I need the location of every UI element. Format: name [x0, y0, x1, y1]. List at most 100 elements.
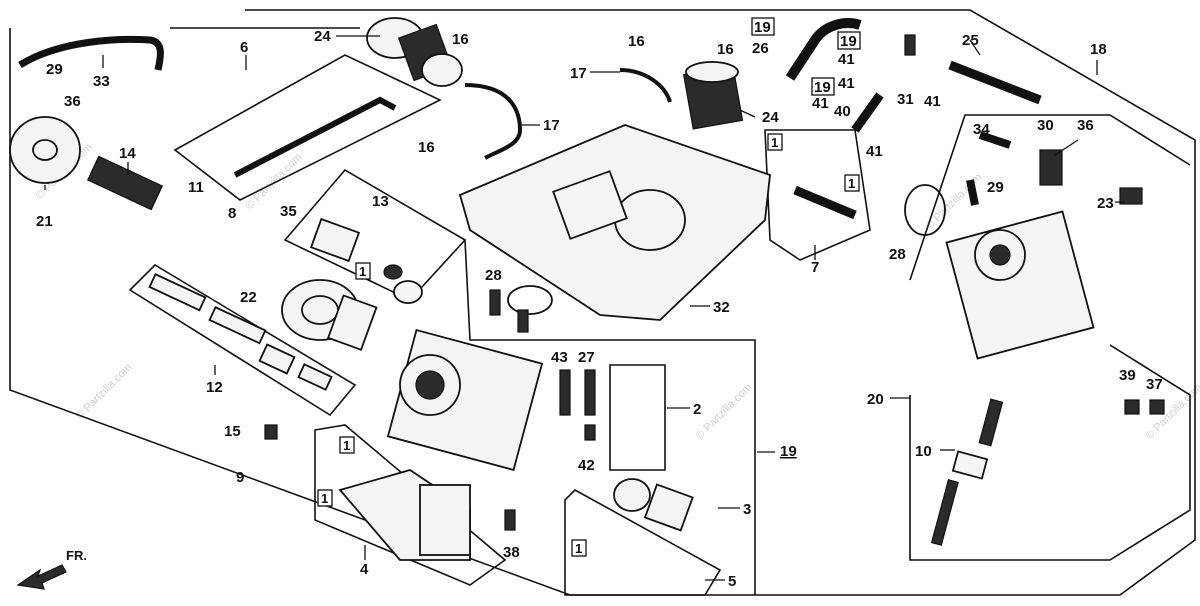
label-19: 19: [840, 33, 857, 50]
breather-tube-17: [464, 83, 523, 160]
screw-37: [1149, 399, 1165, 415]
boxed-19: [811, 77, 835, 96]
label-13: 13: [372, 193, 389, 210]
label-19: 19: [814, 79, 831, 96]
accelerator-pump-parts: [309, 217, 423, 304]
marker-text: 1: [848, 176, 855, 191]
boxed-marker: [571, 539, 587, 557]
frame-20: [909, 344, 1191, 561]
label-42: 42: [578, 457, 595, 474]
outer-frame: [9, 9, 1196, 596]
label-41: 41: [924, 93, 941, 110]
label-27: 27: [578, 349, 595, 366]
float: [613, 478, 694, 532]
boxed-19: [837, 31, 861, 50]
frame-6: [173, 54, 442, 201]
label-5: 5: [728, 573, 736, 590]
hose-29: [966, 179, 979, 206]
boxed-markers: 1 1 1 1 1 1: [317, 133, 860, 557]
parts: FR.: [9, 17, 1165, 590]
screw-32: [517, 309, 529, 333]
label-6: 6: [240, 39, 248, 56]
carburetor-assembly-right: [945, 210, 1095, 360]
label-11: 11: [188, 179, 204, 196]
boxed-marker: [317, 489, 333, 507]
marker-text: 1: [359, 264, 366, 279]
part-labels: 2 3 4 5 6 7 8 9 10 11 12 13 14 15 16 16 …: [36, 28, 1163, 590]
frame-4: [314, 424, 507, 586]
leader-lines: [44, 35, 1125, 581]
jet-42: [584, 424, 596, 441]
label-17: 17: [570, 65, 587, 82]
label-12: 12: [206, 379, 223, 396]
marker-text: 1: [343, 438, 350, 453]
label-4: 4: [360, 561, 369, 578]
diaphragm-cover: [9, 116, 81, 184]
direction-label: FR.: [66, 548, 87, 563]
tube-33: [18, 35, 164, 71]
boxed-19-labels: 19 19 19: [751, 17, 861, 96]
label-39: 39: [1119, 367, 1136, 384]
label-28: 28: [889, 246, 906, 263]
hose-26: [785, 18, 862, 81]
boxed-marker: [355, 262, 371, 280]
label-2: 2: [693, 401, 701, 418]
label-16: 16: [717, 41, 734, 58]
label-40: 40: [834, 103, 851, 120]
label-16: 16: [418, 139, 435, 156]
label-18: 18: [1090, 41, 1107, 58]
label-32: 32: [713, 299, 730, 316]
screw-39: [1124, 399, 1140, 415]
o-ring: [904, 184, 946, 236]
label-28: 28: [485, 267, 502, 284]
label-29: 29: [46, 61, 63, 78]
label-16: 16: [452, 31, 469, 48]
marker-text: 1: [321, 491, 328, 506]
label-43: 43: [551, 349, 568, 366]
label-8: 8: [228, 205, 236, 222]
label-23: 23: [1097, 195, 1114, 212]
throttle-shaft-7: [793, 185, 857, 220]
label-7: 7: [811, 259, 819, 276]
label-38: 38: [503, 544, 520, 561]
pilot-screw-set: [930, 398, 1004, 546]
boxed-marker: [339, 436, 355, 454]
tube-25: [948, 60, 1042, 105]
vacuum-diaphragm: [281, 279, 378, 351]
frame-7: [764, 129, 871, 261]
label-41: 41: [838, 51, 855, 68]
label-17: 17: [543, 117, 560, 134]
label-29: 29: [987, 179, 1004, 196]
label-19: 19: [780, 443, 797, 460]
subgroup-frames: [128, 54, 1191, 596]
o-ring-32: [507, 285, 553, 315]
label-3: 3: [743, 501, 751, 518]
float-chamber: [338, 469, 471, 561]
bracket-30: [1039, 149, 1063, 186]
label-19: 19: [754, 19, 771, 36]
label-37: 37: [1146, 376, 1163, 393]
air-cleaner-case: [458, 124, 771, 321]
label-14: 14: [119, 145, 136, 162]
fr-arrow-icon: [16, 564, 67, 590]
watermark-text: © Partzilla.com: [694, 381, 755, 442]
cap-28: [489, 289, 501, 316]
boxed-19: [751, 17, 775, 36]
diagram-frame: [9, 9, 1196, 596]
frame-5: [564, 489, 722, 596]
air-filter-element-top: [366, 17, 463, 87]
label-24: 24: [762, 109, 779, 126]
label-41: 41: [838, 75, 855, 92]
jet-27: [584, 369, 596, 416]
hose-34: [978, 131, 1012, 149]
tube-40: [851, 92, 884, 133]
watermark-text: © Partzilla.com: [74, 361, 135, 422]
breather-tube-17b: [619, 68, 672, 103]
label-41: 41: [866, 143, 883, 160]
label-16: 16: [628, 33, 645, 50]
label-24: 24: [314, 28, 331, 45]
boxed-marker: [844, 174, 860, 192]
frame-19: [464, 239, 756, 595]
label-30: 30: [1037, 117, 1054, 134]
label-36: 36: [64, 93, 81, 110]
